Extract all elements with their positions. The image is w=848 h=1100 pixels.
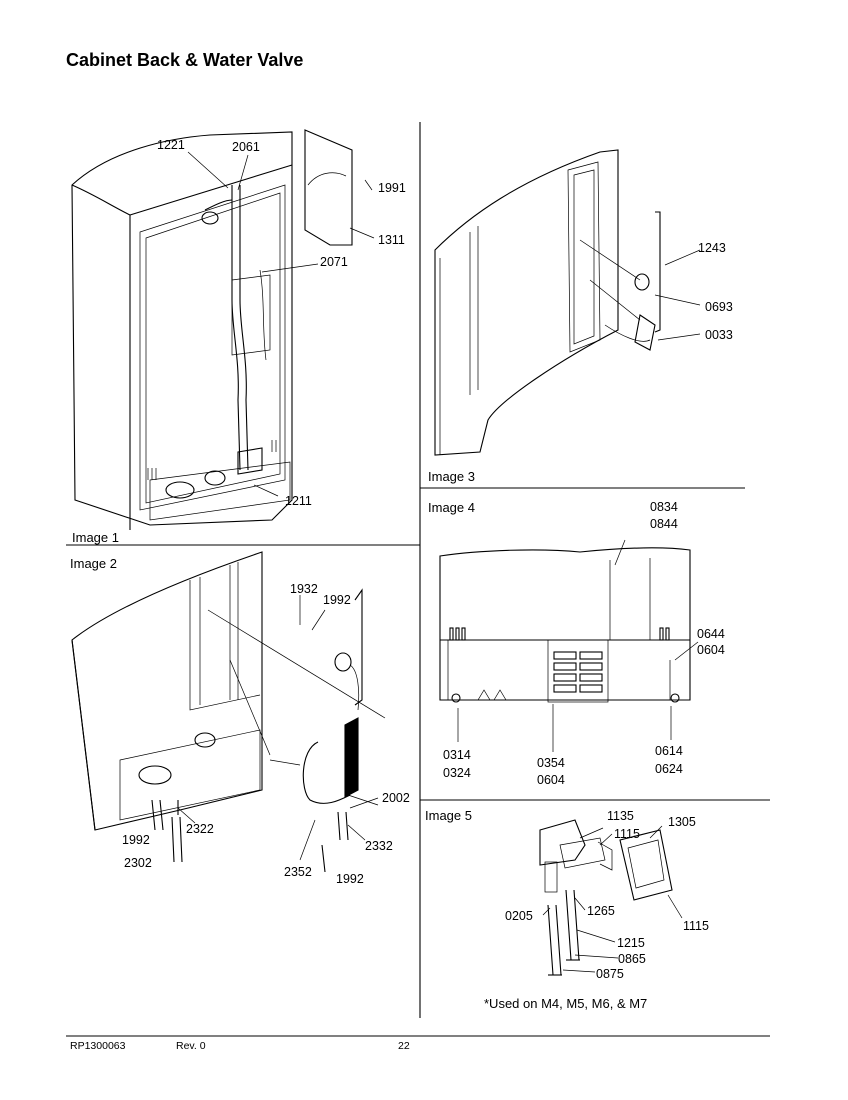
part-label: 1243 <box>698 241 726 255</box>
part-label: 2322 <box>186 822 214 836</box>
part-label: 1115 <box>683 919 709 933</box>
part-label: 0865 <box>618 952 646 966</box>
part-label: 0875 <box>596 967 624 981</box>
part-label: 0844 <box>650 517 678 531</box>
part-label: 1992 <box>323 593 351 607</box>
image2-drawing <box>71 551 386 873</box>
part-label: 1211 <box>285 494 312 508</box>
part-label: 1115 <box>614 827 640 841</box>
part-label: 1311 <box>378 233 405 247</box>
part-label: 1305 <box>668 815 696 829</box>
image1-cabinet-drawing <box>71 129 375 530</box>
image1-label: Image 1 <box>72 530 119 545</box>
part-label: 0324 <box>443 766 471 780</box>
part-label: 1992 <box>336 872 364 886</box>
part-label: 2002 <box>382 791 410 805</box>
part-label: 0834 <box>650 500 678 514</box>
part-label: 2061 <box>232 140 260 154</box>
document-number: RP1300063 <box>70 1040 126 1052</box>
usage-note: *Used on M4, M5, M6, & M7 <box>484 996 648 1011</box>
part-label: 0354 <box>537 756 565 770</box>
part-label: 0644 <box>697 627 725 641</box>
page-title: Cabinet Back & Water Valve <box>66 50 304 70</box>
part-label: 1991 <box>378 181 406 195</box>
image3-drawing <box>434 149 701 456</box>
part-label: 2071 <box>320 255 348 269</box>
part-label: 0205 <box>505 909 533 923</box>
page-number: 22 <box>398 1040 410 1052</box>
revision: Rev. 0 <box>176 1040 206 1052</box>
part-label: 2332 <box>365 839 393 853</box>
part-label: 1265 <box>587 904 615 918</box>
part-label: 0624 <box>655 762 683 776</box>
image4-label: Image 4 <box>428 500 475 515</box>
part-label: 2352 <box>284 865 312 879</box>
part-label: 0614 <box>655 744 683 758</box>
part-label: 1135 <box>607 809 634 823</box>
image2-label: Image 2 <box>70 556 117 571</box>
part-label: 0604 <box>697 643 725 657</box>
image5-drawing <box>539 819 683 976</box>
part-label: 0033 <box>705 328 733 342</box>
image5-label: Image 5 <box>425 808 472 823</box>
part-label: 0693 <box>705 300 733 314</box>
image3-label: Image 3 <box>428 469 475 484</box>
part-label: 2302 <box>124 856 152 870</box>
part-label: 0604 <box>537 773 565 787</box>
part-label: 1221 <box>157 138 185 152</box>
image4-drawing <box>439 539 699 752</box>
panel-dividers <box>66 122 770 1037</box>
part-label: 1992 <box>122 833 150 847</box>
part-label: 0314 <box>443 748 471 762</box>
part-label: 1932 <box>290 582 318 596</box>
part-label: 1215 <box>617 936 645 950</box>
